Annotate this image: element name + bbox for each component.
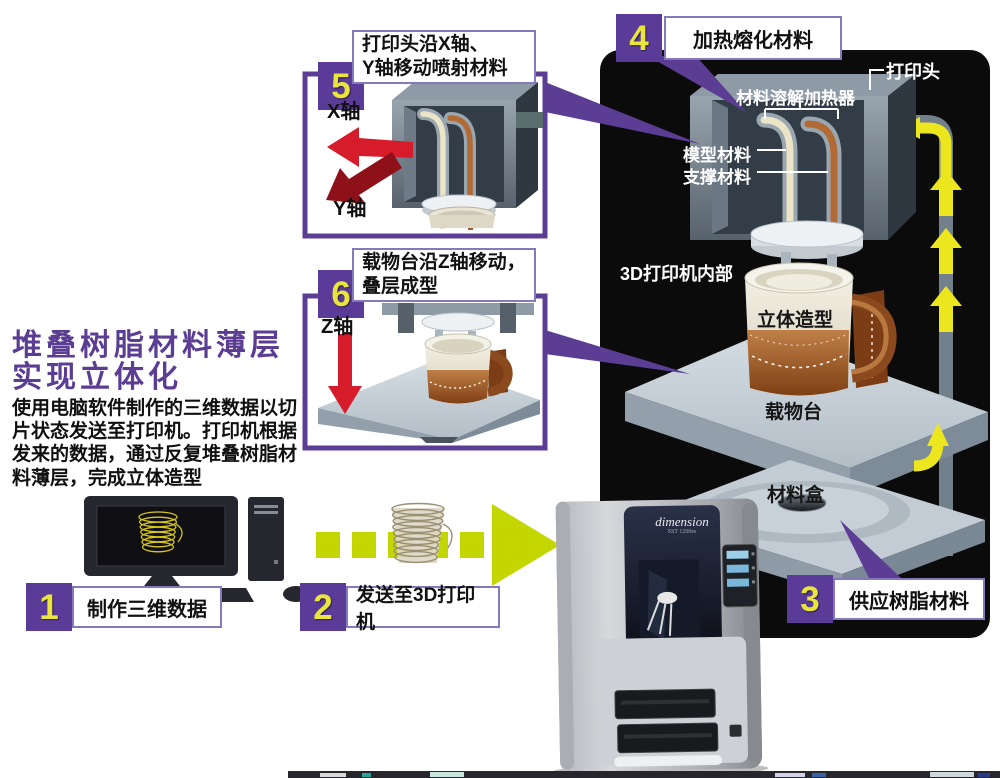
printer-brand-name: dimension <box>655 514 709 529</box>
callout-wedge-step5 <box>545 82 700 144</box>
headline: 堆叠树脂材料薄层 实现立体化 <box>12 329 322 395</box>
step2-number: 2 <box>300 583 346 631</box>
curve-up-arrow-icon <box>913 423 949 472</box>
printer-model: SST 1200es <box>667 529 697 535</box>
wireframe-mug-screen-icon <box>138 511 183 553</box>
callout-wedge-step4 <box>648 56 746 112</box>
callout-wedge-step6 <box>545 330 690 374</box>
y-axis-arrow-icon <box>326 152 402 204</box>
step5-label-line1: 打印头沿X轴、 <box>362 34 489 56</box>
support-material-label: 支撑材料 <box>683 168 751 187</box>
step1-label: 制作三维数据 <box>72 586 222 628</box>
step6-label: 载物台沿Z轴移动， 叠层成型 <box>352 248 536 302</box>
filament-feed-track <box>899 115 962 556</box>
z-axis-arrow-icon <box>328 334 362 414</box>
headline-line2: 实现立体化 <box>12 361 182 395</box>
step6-label-line2: 叠层成型 <box>362 276 439 297</box>
z-axis-label: Z轴 <box>321 316 354 338</box>
step5-label-line2: Y轴移动喷射材料 <box>362 58 508 79</box>
heater-label: 材料溶解加热器 <box>736 89 855 108</box>
filament-tubes <box>750 112 864 283</box>
wireframe-mug-icon <box>391 502 453 564</box>
bottom-credit-strip <box>288 771 1000 778</box>
material-box-label: 材料盒 <box>767 485 825 506</box>
printer-photo <box>552 498 769 778</box>
stage-label: 载物台 <box>765 402 823 423</box>
headline-line1: 堆叠树脂材料薄层 <box>12 329 284 362</box>
interior-label: 3D打印机内部 <box>620 264 734 284</box>
label-leader-lines <box>757 69 884 173</box>
model-material-label: 模型材料 <box>683 146 751 165</box>
y-axis-label: Y轴 <box>333 198 367 220</box>
step6-label-line1: 载物台沿Z轴移动， <box>362 252 526 274</box>
step5-label: 打印头沿X轴、 Y轴移动喷射材料 <box>352 30 536 84</box>
step3-label: 供应树脂材料 <box>833 578 985 620</box>
step1-number: 1 <box>26 583 72 631</box>
intro-paragraph: 使用电脑软件制作的三维数据以切片状态发送至打印机。打印机根据发来的数据，通过反复… <box>12 398 298 489</box>
step3-number: 3 <box>787 575 833 623</box>
printer-brand: dimension SST 1200es <box>640 515 724 535</box>
box5-illustration <box>302 71 548 239</box>
step2-label: 发送至3D打印机 <box>346 585 500 633</box>
x-axis-label: X轴 <box>327 101 361 123</box>
step4-label: 加热熔化材料 <box>664 16 842 60</box>
callout-wedge-step3 <box>840 520 901 578</box>
step4-number: 4 <box>616 14 662 62</box>
solid-object-label: 立体造型 <box>757 310 834 331</box>
up-arrow-icon <box>930 170 962 332</box>
printed-mug <box>744 262 897 396</box>
callout-wedges <box>545 56 901 578</box>
print-head-label: 打印头 <box>886 62 940 82</box>
box6-illustration <box>302 293 548 451</box>
